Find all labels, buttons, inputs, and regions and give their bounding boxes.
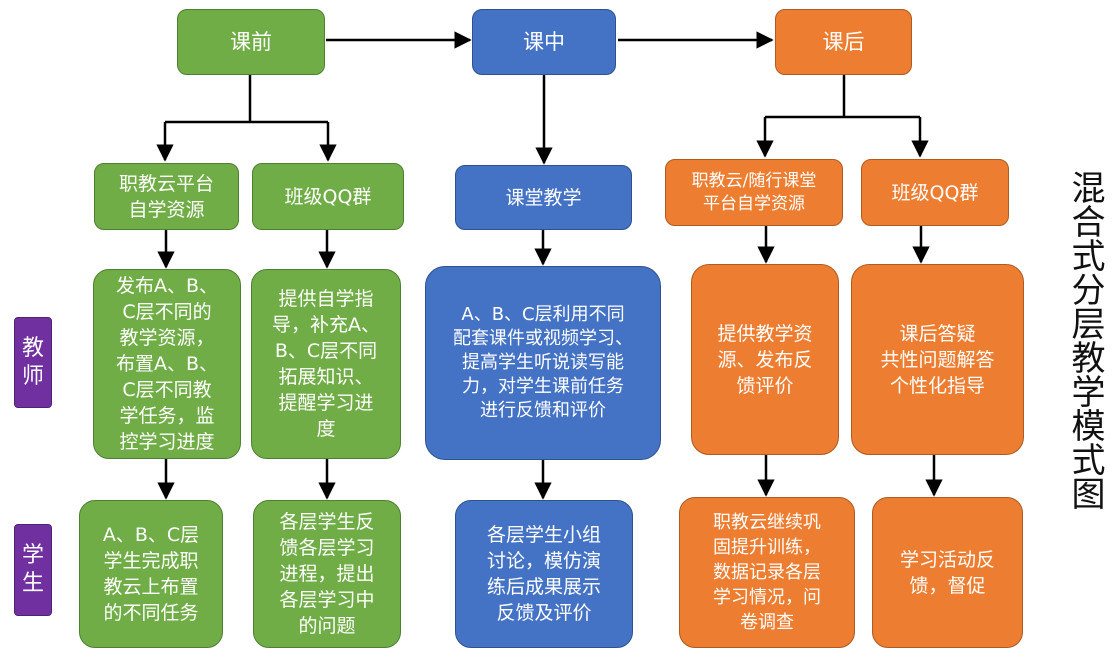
- platform-qq-before: 班级QQ群: [252, 163, 404, 230]
- phase-during-label: 课中: [523, 30, 565, 54]
- role-teacher-label: 教 师: [14, 317, 52, 408]
- platform-qq-after: 班级QQ群: [861, 159, 1009, 226]
- diagram-title: 混合式分层教学模式图: [1065, 170, 1105, 510]
- student-task-before-2-text: 各层学生反 馈各层学习 进程，提出 各层学习中 的问题: [279, 511, 375, 637]
- platform-classroom: 课堂教学: [455, 165, 632, 230]
- teacher-task-before-2: 提供自学指 导，补充A、 B、C层不同 拓展知识、 提醒学习进 度: [251, 269, 401, 459]
- platform-qq-after-label: 班级QQ群: [891, 181, 979, 204]
- student-task-after-2: 学习活动反 馈，督促: [872, 497, 1023, 648]
- teacher-task-after-1-text: 提供教学资 源、发布反 馈评价: [717, 322, 813, 397]
- student-task-after-1: 职教云继续巩 固提升训练， 数据记录各层 学习情况，问 卷调查: [679, 497, 855, 648]
- student-task-after-2-text: 学习活动反 馈，督促: [899, 548, 995, 597]
- platform-zjy-follow-label: 职教云/随行课堂 平台自学资源: [691, 170, 817, 214]
- teacher-task-during: A、B、C层利用不同 配套课件或视频学习、 提高学生听说读写能 力，对学生课前任…: [425, 266, 661, 460]
- phase-after: 课后: [775, 9, 912, 75]
- platform-zjy-self-study: 职教云平台 自学资源: [94, 163, 239, 230]
- phase-before-label: 课前: [230, 30, 272, 54]
- platform-classroom-label: 课堂教学: [505, 186, 582, 209]
- student-task-after-1-text: 职教云继续巩 固提升训练， 数据记录各层 学习情况，问 卷调查: [713, 512, 821, 633]
- teacher-task-during-text: A、B、C层利用不同 配套课件或视频学习、 提高学生听说读写能 力，对学生课前任…: [453, 304, 633, 421]
- student-task-before-2: 各层学生反 馈各层学习 进程，提出 各层学习中 的问题: [253, 500, 401, 648]
- platform-zjy-self-study-label: 职教云平台 自学资源: [118, 172, 214, 221]
- phase-during: 课中: [472, 9, 616, 75]
- student-task-before-1: A、B、C层 学生完成职 教云上布置 的不同任务: [79, 500, 223, 648]
- teacher-task-before-2-text: 提供自学指 导，补充A、 B、C层不同 拓展知识、 提醒学习进 度: [272, 288, 380, 440]
- student-task-before-1-text: A、B、C层 学生完成职 教云上布置 的不同任务: [102, 524, 200, 624]
- role-student-label: 学 生: [14, 524, 52, 616]
- teacher-task-after-2-text: 课后答疑 共性问题解答 个性化指导: [880, 322, 995, 397]
- student-task-during: 各层学生小组 讨论，模仿演 练后成果展示 反馈及评价: [455, 500, 633, 648]
- phase-after-label: 课后: [822, 30, 865, 54]
- role-student-text: 学 生: [21, 543, 44, 596]
- teacher-task-after-2: 课后答疑 共性问题解答 个性化指导: [851, 264, 1024, 455]
- platform-qq-before-label: 班级QQ群: [284, 185, 372, 208]
- teacher-task-before-1: 发布A、B、 C层不同的 教学资源， 布置A、B、 C层不同教 学任务，监 控学…: [93, 269, 241, 459]
- teacher-task-before-1-text: 发布A、B、 C层不同的 教学资源， 布置A、B、 C层不同教 学任务，监 控学…: [115, 275, 219, 453]
- teacher-task-after-1: 提供教学资 源、发布反 馈评价: [691, 264, 839, 455]
- role-teacher-text: 教 师: [21, 335, 44, 389]
- student-task-during-text: 各层学生小组 讨论，模仿演 练后成果展示 反馈及评价: [486, 524, 601, 624]
- phase-before: 课前: [177, 9, 325, 75]
- platform-zjy-follow: 职教云/随行课堂 平台自学资源: [665, 159, 843, 226]
